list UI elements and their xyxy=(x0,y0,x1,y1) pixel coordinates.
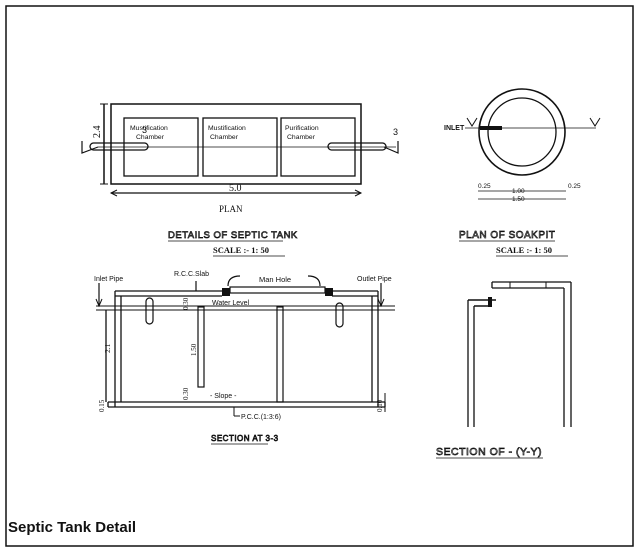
section-3-3-caption: SECTION AT 3-3 xyxy=(211,434,279,443)
section-y-y xyxy=(467,281,572,427)
inlet-pipe-label: Inlet Pipe xyxy=(94,276,123,283)
chamber-label-1-b: Chamber xyxy=(136,134,165,141)
soakpit-plan: INLET Y Y 0.25 1.00 0.25 1.50 xyxy=(444,88,601,203)
dim-030-bottom: 0.30 xyxy=(182,387,190,400)
plan-dim-height: 2.4 xyxy=(92,126,103,139)
chamber-label-3-b: Chamber xyxy=(287,134,316,141)
manhole-arrow-right xyxy=(307,275,321,287)
plan-dim-width: 5.0 xyxy=(229,183,242,194)
rcc-slab-label: R.C.C.Slab xyxy=(174,271,209,278)
details-caption: DETAILS OF SEPTIC TANK xyxy=(168,230,298,241)
manhole-cover xyxy=(229,286,326,294)
outlet-pipe-label: Outlet Pipe xyxy=(357,276,392,283)
plan-label: PLAN xyxy=(219,204,243,214)
sheet-border xyxy=(5,5,634,547)
plan-outlet-pipe xyxy=(327,142,387,151)
section-arrow-right xyxy=(383,141,399,154)
soakpit-caption: PLAN OF SOAKPIT xyxy=(459,230,555,241)
manhole-arrow-left xyxy=(227,275,241,287)
soakpit-dim-wall-left: 0.25 xyxy=(478,183,491,190)
chamber-label-2-a: Mustification xyxy=(208,125,246,132)
chamber-label-3-a: Purification xyxy=(285,125,319,132)
details-scale: SCALE :- 1: 50 xyxy=(213,245,269,255)
slope-label: - Slope - xyxy=(210,393,237,400)
man-hole-label: Man Hole xyxy=(259,275,291,284)
soakpit-inlet-pipe xyxy=(480,126,502,130)
soakpit-dim-outer: 1.50 xyxy=(512,196,525,203)
chamber-label-2-b: Chamber xyxy=(210,134,239,141)
soakpit-outer-ring xyxy=(478,88,566,176)
section-mark-left: 3 xyxy=(142,125,147,135)
soakpit-dim-inner: 1.00 xyxy=(512,188,525,195)
section-arrow-left xyxy=(81,141,99,154)
soakpit-scale: SCALE :- 1: 50 xyxy=(496,245,552,255)
plan-outer-wall xyxy=(110,103,362,185)
y-marker-right: Y xyxy=(592,116,593,118)
plan-inlet-pipe xyxy=(89,142,149,151)
section-inlet-tee xyxy=(145,297,154,325)
dim-1-50: 1.50 xyxy=(190,343,198,356)
soakpit-inlet-label: INLET xyxy=(444,125,465,132)
section-outlet-tee xyxy=(335,302,344,328)
section-y-y-caption: SECTION OF - (Y-Y) xyxy=(436,446,542,458)
y-marker-right-glyph xyxy=(589,117,601,127)
partition-wall-1 xyxy=(197,306,205,388)
soakpit-dim-wall-right: 0.25 xyxy=(568,183,581,190)
dim-0-10: 0.10 xyxy=(376,399,384,412)
y-marker-left-glyph xyxy=(466,117,478,127)
dim-2-1: 2.1 xyxy=(103,343,112,353)
section-mark-right: 3 xyxy=(393,127,398,137)
pcc-label: P.C.C.(1:3:6) xyxy=(241,414,281,421)
y-marker-left: Y xyxy=(469,116,470,118)
partition-wall-2 xyxy=(276,306,284,403)
chamber-label-1-a: Mustification xyxy=(130,125,168,132)
section-3-3: Inlet Pipe R.C.C.Slab Man Hole Outlet Pi… xyxy=(94,271,395,421)
water-level-label: Water Level xyxy=(212,300,250,307)
dim-030-top: 0.30 xyxy=(182,297,190,310)
page-title: Septic Tank Detail xyxy=(8,519,136,536)
soakpit-inner-ring xyxy=(487,97,557,167)
plan-view: 3 3 Mustification Chamber Mustification … xyxy=(81,103,399,214)
dim-0-15: 0.15 xyxy=(98,399,106,412)
